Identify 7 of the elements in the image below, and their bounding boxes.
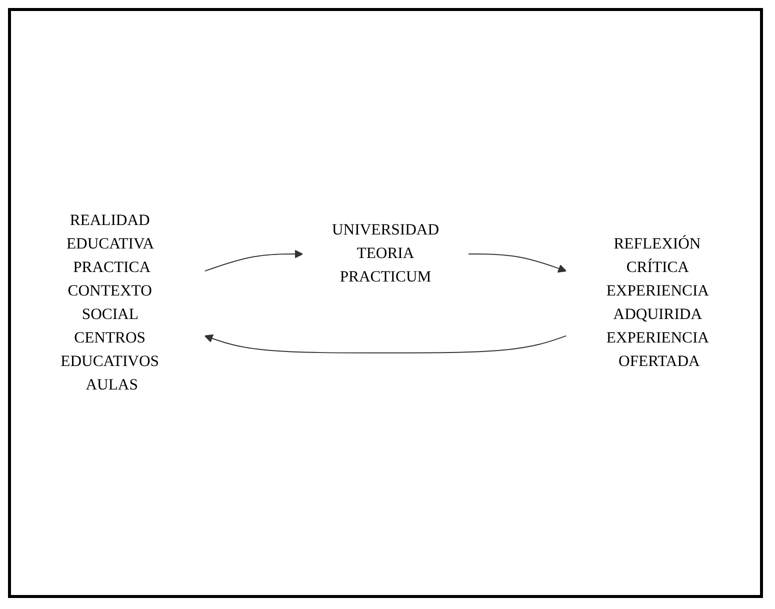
arrow — [468, 253, 567, 272]
arrow — [204, 249, 304, 272]
arrow — [204, 334, 567, 353]
node-text: REFLEXIÓN CRÍTICA EXPERIENCIA ADQUIRIDA EXPERIENCIA OFERTADA — [606, 235, 708, 370]
node-text: UNIVERSIDAD TEORIA PRACTICUM — [332, 221, 439, 285]
node-text: REALIDAD EDUCATIVA PRACTICA CONTEXTO SOCIAL CENTROS EDUCATIVOS AULAS — [60, 212, 159, 394]
frame-border: REALIDAD EDUCATIVA PRACTICA CONTEXTO SOCIAL CENTROS EDUCATIVOS AULAS UNIVERSIDAD TEORIA PRACTICUM REFLEXIÓN CRÍTICA EXPERIENCIA ADQUIRIDA EXPERIENCIA OFERTADA — [8, 8, 763, 598]
